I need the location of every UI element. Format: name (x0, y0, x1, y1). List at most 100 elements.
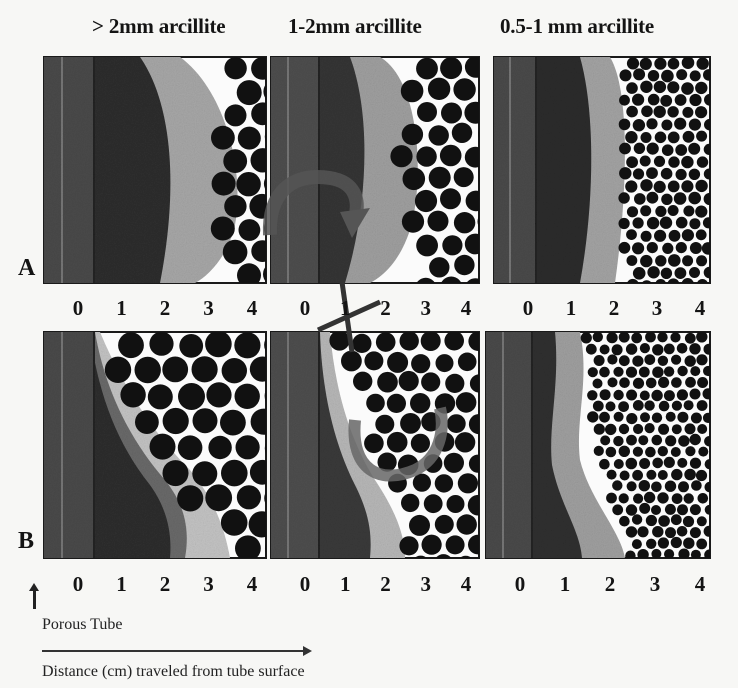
arcillite-particle (626, 367, 637, 378)
porous-tube-label: Porous Tube (42, 616, 122, 634)
arcillite-particle (587, 390, 597, 400)
arcillite-particle (468, 535, 488, 555)
arcillite-particle (619, 218, 630, 229)
arcillite-particle (594, 355, 605, 366)
arcillite-particle (654, 106, 666, 118)
arcillite-particle (668, 156, 679, 167)
arcillite-particle (205, 331, 232, 358)
arcillite-particle (452, 123, 472, 143)
arcillite-particle (632, 470, 643, 481)
arcillite-particle (400, 331, 419, 350)
arcillite-particle (683, 206, 694, 217)
arcillite-particle (671, 537, 682, 548)
arcillite-particle (614, 412, 624, 422)
arcillite-particle (683, 516, 694, 527)
arcillite-particle (640, 255, 652, 267)
arcillite-particle (664, 549, 674, 559)
arcillite-particle (606, 493, 617, 504)
arcillite-particle (651, 482, 662, 493)
arcillite-particle (639, 367, 650, 378)
arcillite-particle (600, 345, 610, 355)
arcillite-particle (633, 217, 644, 228)
arcillite-particle (619, 493, 629, 503)
arcillite-particle (690, 389, 701, 400)
arcillite-particle (658, 446, 668, 456)
arcillite-particle (697, 424, 707, 434)
axis-tick-label: 0 (518, 296, 538, 321)
axis-tick-label: 2 (155, 572, 175, 597)
arcillite-particle (690, 458, 701, 469)
arcillite-particle (633, 400, 644, 411)
arcillite-particle (239, 219, 261, 241)
arcillite-particle (353, 372, 372, 391)
arcillite-particle (607, 354, 617, 364)
arcillite-particle (639, 458, 650, 469)
arcillite-particle (638, 435, 648, 445)
arcillite-particle (697, 377, 708, 388)
arcillite-particle (458, 473, 478, 493)
arcillite-particle (671, 469, 682, 480)
axis-tick-label: 3 (199, 572, 219, 597)
arcillite-particle (399, 371, 419, 391)
arcillite-particle (644, 400, 654, 410)
arcillite-particle (632, 356, 643, 367)
arcillite-particle (211, 126, 235, 150)
arcillite-particle (641, 132, 652, 143)
arcillite-particle (646, 515, 657, 526)
distance-arrow (42, 650, 304, 652)
arcillite-particle (695, 206, 707, 218)
arcillite-particle (661, 268, 672, 279)
arcillite-particle (599, 367, 610, 378)
arcillite-particle (690, 434, 701, 445)
arcillite-particle (690, 242, 702, 254)
arcillite-particle (703, 388, 714, 399)
arcillite-particle (652, 458, 663, 469)
arcillite-particle (224, 195, 246, 217)
axis-tick-label: 2 (600, 572, 620, 597)
arcillite-particle (411, 354, 430, 373)
axis-tick-label: 0 (295, 296, 315, 321)
arcillite-particle (646, 539, 656, 549)
arcillite-particle (416, 58, 438, 80)
arcillite-particle (329, 330, 349, 350)
arcillite-particle (193, 408, 218, 433)
arcillite-particle (704, 119, 716, 131)
axis-tick-label: 3 (645, 572, 665, 597)
arcillite-particle (645, 423, 655, 433)
axis-tick-label: 3 (416, 296, 436, 321)
arcillite-particle (399, 536, 418, 555)
arcillite-particle (413, 474, 431, 492)
arcillite-particle (664, 344, 675, 355)
arcillite-particle (237, 80, 262, 105)
arcillite-particle (223, 240, 248, 265)
arcillite-particle (236, 435, 260, 459)
arcillite-particle (639, 480, 650, 491)
axis-tick-label: 1 (335, 572, 355, 597)
arcillite-particle (625, 131, 637, 143)
arcillite-particle (655, 206, 666, 217)
arcillite-particle (179, 334, 203, 358)
arcillite-particle (206, 382, 231, 407)
arcillite-particle (646, 378, 657, 389)
arcillite-particle (658, 424, 669, 435)
arcillite-particle (674, 118, 686, 130)
arcillite-particle (625, 551, 635, 561)
axis-tick-label: 1 (112, 572, 132, 597)
arcillite-particle (697, 400, 708, 411)
arcillite-particle (697, 156, 708, 167)
arcillite-particle (222, 358, 247, 383)
arcillite-particle (664, 390, 675, 401)
arcillite-particle (654, 58, 666, 70)
arcillite-particle (105, 357, 131, 383)
arcillite-particle (691, 413, 702, 424)
arcillite-particle (627, 206, 638, 217)
arcillite-particle (661, 168, 673, 180)
arcillite-particle (685, 333, 696, 344)
arcillite-particle (401, 494, 419, 512)
arcillite-particle (675, 94, 687, 106)
arcillite-particle (676, 69, 687, 80)
arcillite-particle (387, 394, 406, 413)
arcillite-particle (647, 242, 658, 253)
arcillite-particle (691, 480, 702, 491)
axis-tick-label: 1 (335, 296, 355, 321)
